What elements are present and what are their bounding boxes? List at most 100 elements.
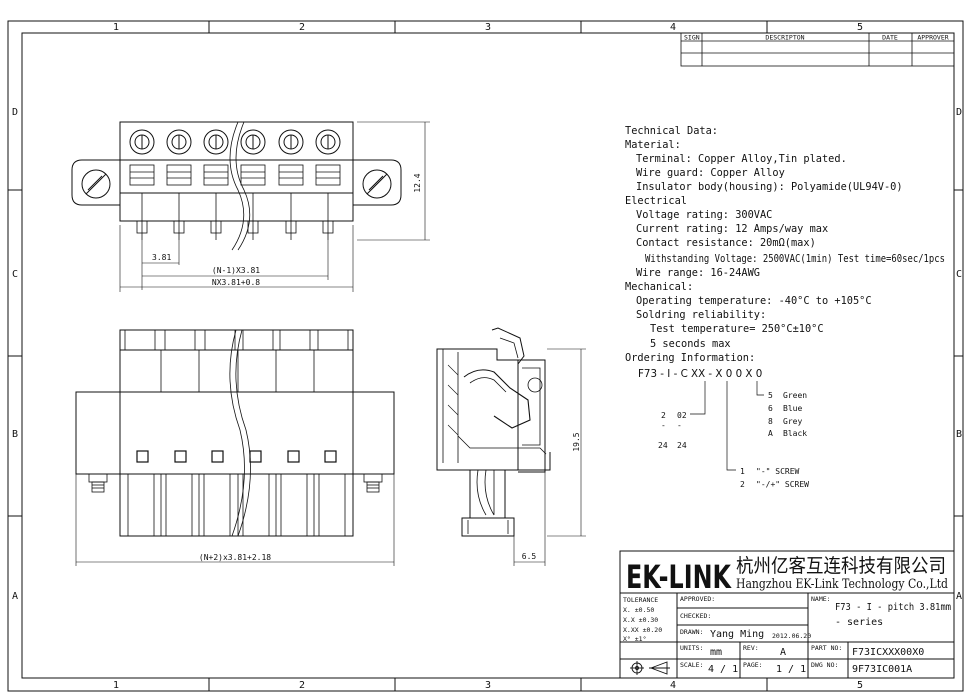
scale-label: SCALE:: [680, 661, 703, 669]
company-logo: EK-LINK: [626, 558, 732, 596]
tech-line: Wire guard: Copper Alloy: [636, 167, 785, 179]
color-name: Black: [783, 429, 807, 438]
rev-header-sign: SIGN: [684, 34, 700, 42]
rev-header-description: DESCRIPTON: [765, 34, 804, 42]
tech-line: Operating temperature: -40°C to +105°C: [636, 295, 872, 307]
drawn-label: DRAWN:: [680, 628, 703, 636]
ways-row: -: [661, 421, 666, 430]
scale-value: 4 / 1: [708, 664, 738, 675]
ways-row: -: [677, 421, 682, 430]
projection-symbol-icon: [630, 661, 670, 675]
tech-line: Material:: [625, 139, 681, 151]
title-block: EK-LINK 杭州亿客互连科技有限公司 Hangzhou EK-Link Te…: [619, 550, 955, 679]
screw-left: [81, 169, 111, 199]
dim-span-n1: (N-1)X3.81: [212, 266, 260, 275]
zone-row-d-right: D: [956, 107, 962, 118]
name-line-1: F73 - I - pitch 3.81mm: [835, 602, 951, 613]
tech-line: Ordering Information:: [625, 352, 755, 364]
page-label: PAGE:: [743, 661, 763, 669]
dim-pitch: 3.81: [152, 253, 171, 262]
units-value: mm: [710, 647, 722, 658]
screw-code: 1: [740, 467, 745, 476]
rev-header-approver: APPROVER: [917, 34, 948, 42]
dim-height-side: 19.5: [572, 432, 581, 451]
tech-line: Wire range: 16-24AWG: [636, 267, 760, 279]
zone-col-3-bottom: 3: [485, 680, 491, 691]
ways-row: 24: [677, 441, 687, 450]
ordering-info: F73 - I - C XX - X 0 0 X 0 5 Green 6 Blu…: [638, 368, 809, 489]
drawn-by: Yang Ming: [710, 629, 764, 640]
part-no-label: PART NO:: [811, 644, 842, 652]
zone-col-3: 3: [485, 22, 491, 33]
tech-line: Mechanical:: [625, 281, 693, 293]
company-name-en: Hangzhou EK-Link Technology Co.,Ltd: [736, 577, 948, 592]
top-view: [71, 121, 430, 292]
units-label: UNITS:: [680, 644, 703, 652]
side-view: [436, 327, 586, 566]
tech-line: 5 seconds max: [650, 338, 731, 350]
ways-row: 02: [677, 411, 687, 420]
color-code: 5: [768, 391, 773, 400]
tolerance-row: X. ±0.50: [623, 606, 654, 614]
checked-label: CHECKED:: [680, 612, 711, 620]
dim-span-n: NX3.81+0.8: [212, 278, 260, 287]
name-label: NAME:: [811, 595, 831, 603]
dim-height-top: 12.4: [413, 173, 422, 192]
screw-name: "-" SCREW: [756, 467, 800, 476]
tolerance-row: X.XX ±0.20: [623, 626, 662, 634]
tolerance-label: TOLERANCE: [623, 596, 658, 604]
front-view: [75, 329, 395, 566]
zone-row-c-right: C: [956, 269, 962, 280]
rev-header-date: DATE: [882, 34, 898, 42]
company-name-cn: 杭州亿客互连科技有限公司: [736, 555, 946, 577]
zone-row-b-right: B: [956, 429, 962, 440]
tech-line: Withstanding Voltage: 2500VAC(1min) Test…: [645, 253, 945, 265]
ways-row: 24: [658, 441, 668, 450]
rev-label: REV:: [743, 644, 759, 652]
zone-col-4-bottom: 4: [670, 680, 676, 691]
tech-line: Voltage rating: 300VAC: [636, 209, 772, 221]
zone-col-2-bottom: 2: [299, 680, 305, 691]
tech-line: Current rating: 12 Amps/way max: [636, 223, 828, 235]
drawn-date: 2012.06.20: [772, 632, 811, 640]
color-name: Grey: [783, 417, 802, 426]
screw-code: 2: [740, 480, 745, 489]
tech-line: Test temperature= 250°C±10°C: [650, 323, 824, 335]
color-name: Green: [783, 391, 807, 400]
zone-col-5: 5: [857, 22, 863, 33]
zone-row-a-right: A: [956, 591, 962, 602]
tolerance-row: X° ±1°: [623, 635, 646, 643]
dwg-no-label: DWG NO:: [811, 661, 838, 669]
ways-row: 2: [661, 411, 666, 420]
page-value: 1 / 1: [776, 664, 806, 675]
tech-line: Contact resistance: 20mΩ(max): [636, 237, 816, 249]
technical-data: Technical Data: Material: Terminal: Copp…: [625, 125, 945, 364]
tech-line: Terminal: Copper Alloy,Tin plated.: [636, 153, 847, 165]
color-code: A: [768, 429, 773, 438]
zone-col-5-bottom: 5: [857, 680, 863, 691]
name-line-2: - series: [835, 617, 883, 628]
revision-table: SIGN DESCRIPTON DATE APPROVER: [680, 32, 955, 67]
zone-col-1: 1: [113, 22, 119, 33]
zone-row-a: A: [12, 591, 18, 602]
approved-label: APPROVED:: [680, 595, 715, 603]
tech-line: Technical Data:: [625, 125, 718, 137]
screw-right: [362, 169, 392, 199]
tech-line: Soldring reliability:: [636, 309, 766, 321]
dim-depth-side: 6.5: [522, 552, 537, 561]
zone-row-d: D: [12, 107, 18, 118]
zone-col-2: 2: [299, 22, 305, 33]
tech-line: Electrical: [625, 195, 687, 207]
dwg-no: 9F73IC001A: [852, 664, 912, 675]
dim-span-bottom: (N+2)x3.81+2.18: [199, 553, 271, 562]
color-code: 6: [768, 404, 773, 413]
part-no: F73ICXXX00X0: [852, 647, 924, 658]
tech-line: Insulator body(housing): Polyamide(UL94V…: [636, 181, 903, 193]
zone-col-4: 4: [670, 22, 676, 33]
ordering-code: F73 - I - C XX - X 0 0 X 0: [638, 368, 762, 380]
tolerance-row: X.X ±0.30: [623, 616, 658, 624]
zone-col-1-bottom: 1: [113, 680, 119, 691]
color-code: 8: [768, 417, 773, 426]
zone-row-b: B: [12, 429, 18, 440]
